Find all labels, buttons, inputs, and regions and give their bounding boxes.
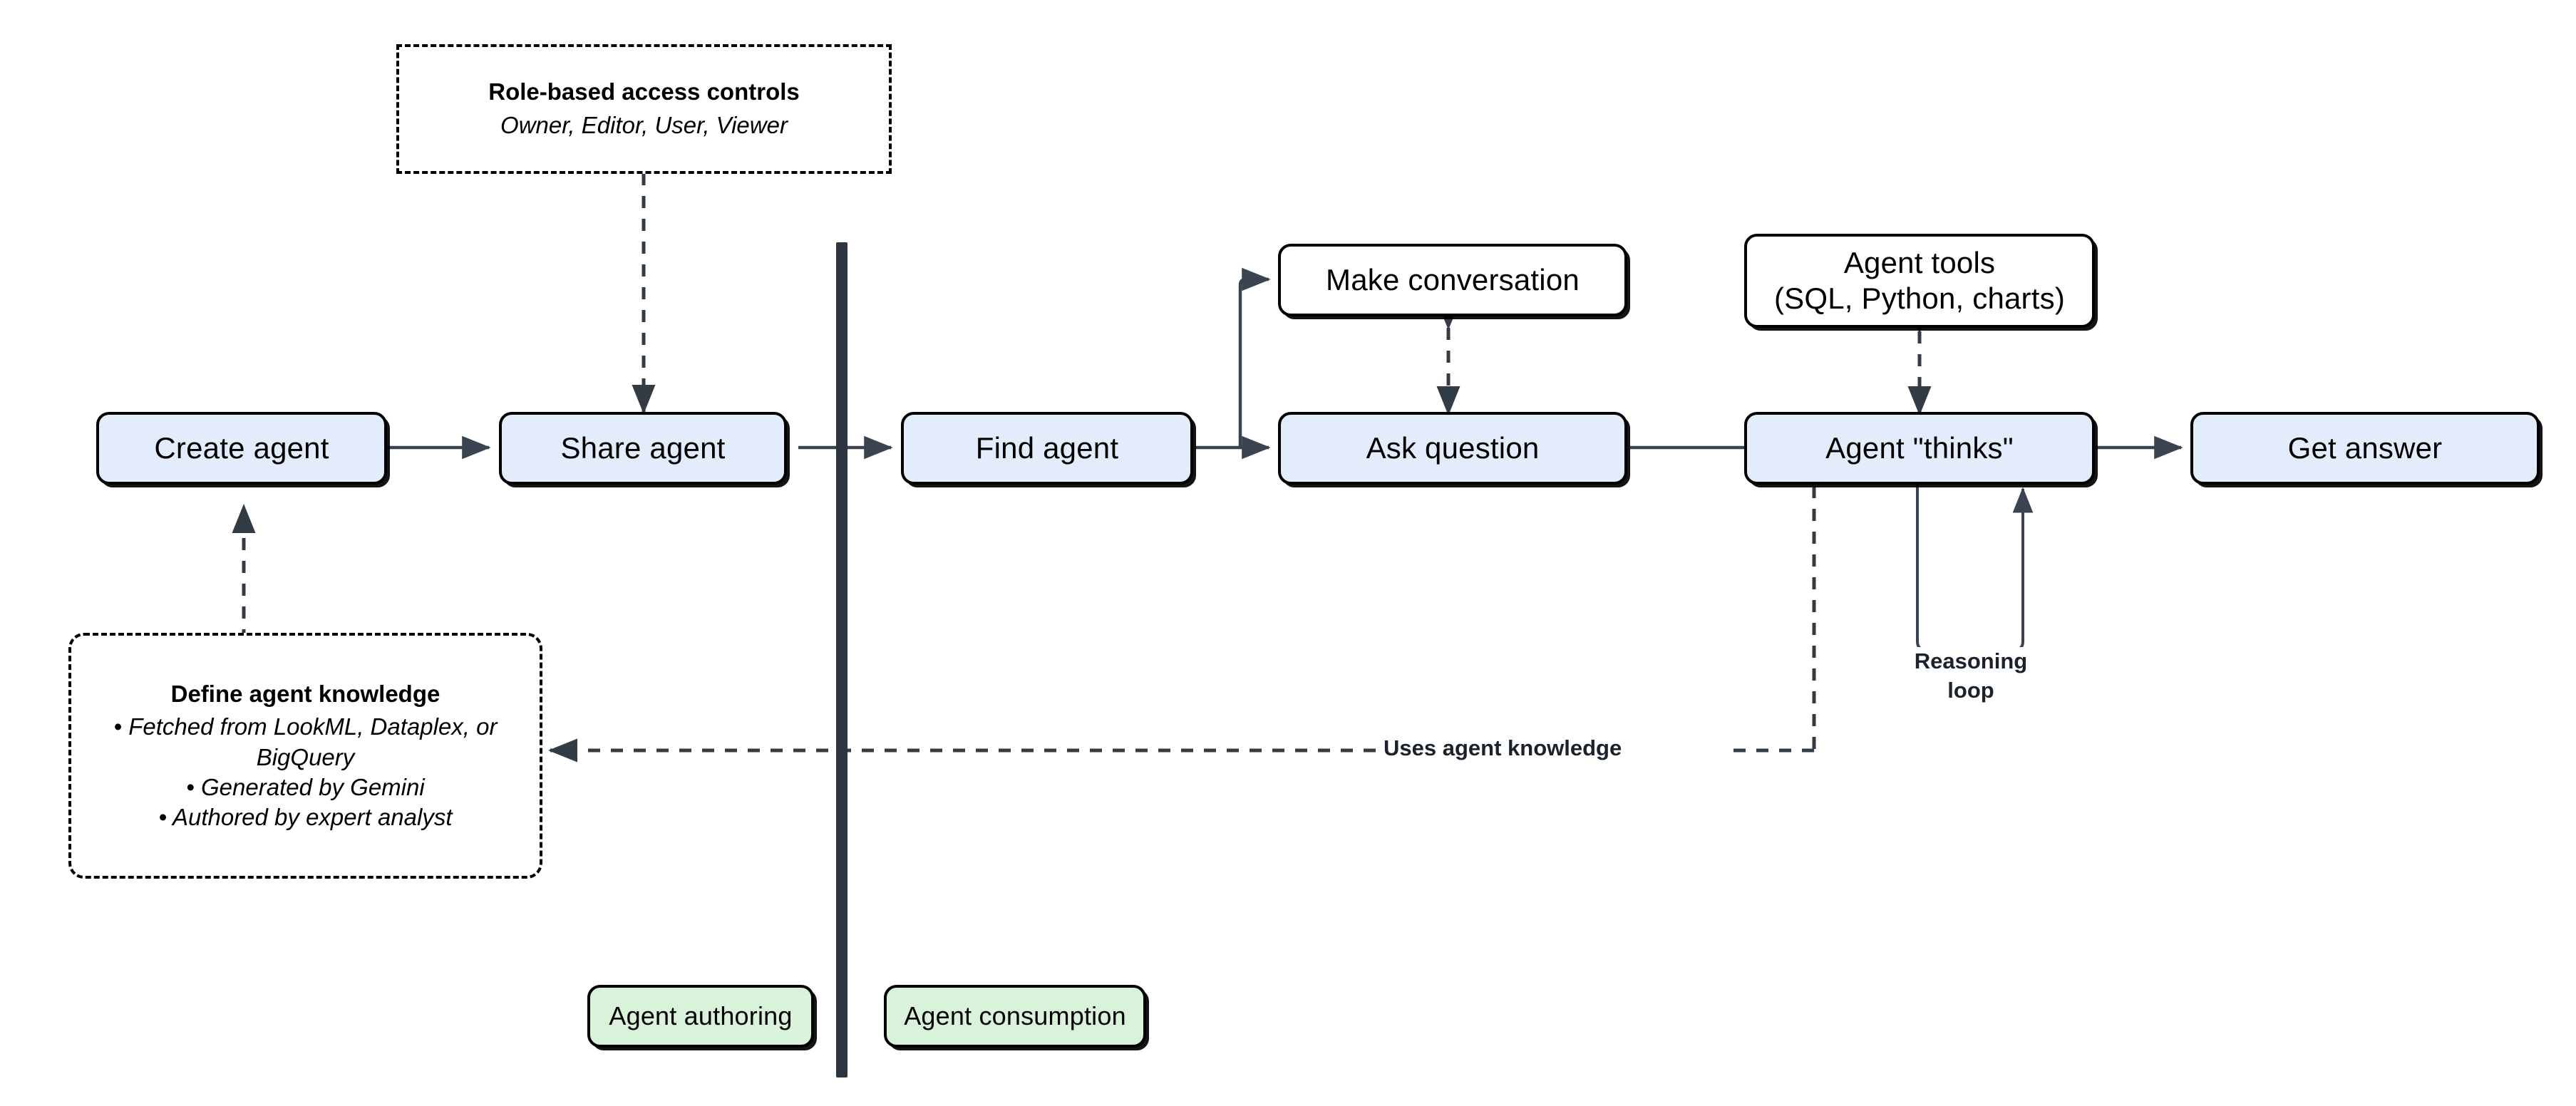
knowledge-bullet-item: • Authored by expert analyst [158, 804, 453, 831]
node-share-agent[interactable]: Share agent [499, 412, 787, 485]
knowledge-bullet-item: • Generated by Gemini [186, 773, 425, 800]
node-agent-thinks-label: Agent "thinks" [1825, 431, 2014, 465]
knowledge-annotation-box: Define agent knowledge • Fetched from Lo… [68, 633, 542, 879]
node-agent-tools-label-line2: (SQL, Python, charts) [1773, 281, 2066, 315]
node-ask-question-label: Ask question [1366, 431, 1540, 465]
arrow-reasoning-loop [1916, 485, 2034, 651]
knowledge-bullet-item: • Fetched from LookML, Dataplex, or BigQ… [113, 713, 498, 770]
rbac-heading: Role-based access controls [488, 78, 800, 105]
reasoning-loop-label: Reasoning loop [1882, 647, 2060, 706]
node-agent-tools[interactable]: Agent tools (SQL, Python, charts) [1744, 234, 2095, 328]
node-make-conversation-label: Make conversation [1326, 263, 1580, 297]
node-create-agent[interactable]: Create agent [96, 412, 387, 485]
node-ask-question[interactable]: Ask question [1278, 412, 1627, 485]
node-create-agent-label: Create agent [154, 431, 329, 465]
node-make-conversation[interactable]: Make conversation [1278, 244, 1627, 316]
rbac-annotation-box: Role-based access controls Owner, Editor… [396, 44, 892, 174]
legend-agent-consumption: Agent consumption [884, 985, 1146, 1048]
uses-agent-knowledge-label: Uses agent knowledge [1379, 734, 1673, 763]
node-get-answer-label: Get answer [2287, 431, 2443, 465]
node-get-answer[interactable]: Get answer [2190, 412, 2540, 485]
node-agent-thinks[interactable]: Agent "thinks" [1744, 412, 2095, 485]
rbac-detail: Owner, Editor, User, Viewer [500, 112, 788, 138]
node-agent-tools-label-line1: Agent tools [1843, 246, 1996, 280]
node-share-agent-label: Share agent [560, 431, 726, 465]
node-find-agent[interactable]: Find agent [901, 412, 1193, 485]
arrow-branch-to-make-conversation [1238, 267, 1271, 448]
legend-agent-consumption-label: Agent consumption [904, 1001, 1126, 1030]
node-find-agent-label: Find agent [975, 431, 1119, 465]
phase-divider [836, 242, 847, 1077]
knowledge-bullet-list: • Fetched from LookML, Dataplex, or BigQ… [88, 712, 522, 832]
legend-agent-authoring-label: Agent authoring [609, 1001, 793, 1030]
legend-agent-authoring: Agent authoring [587, 985, 814, 1048]
knowledge-heading: Define agent knowledge [170, 680, 441, 707]
